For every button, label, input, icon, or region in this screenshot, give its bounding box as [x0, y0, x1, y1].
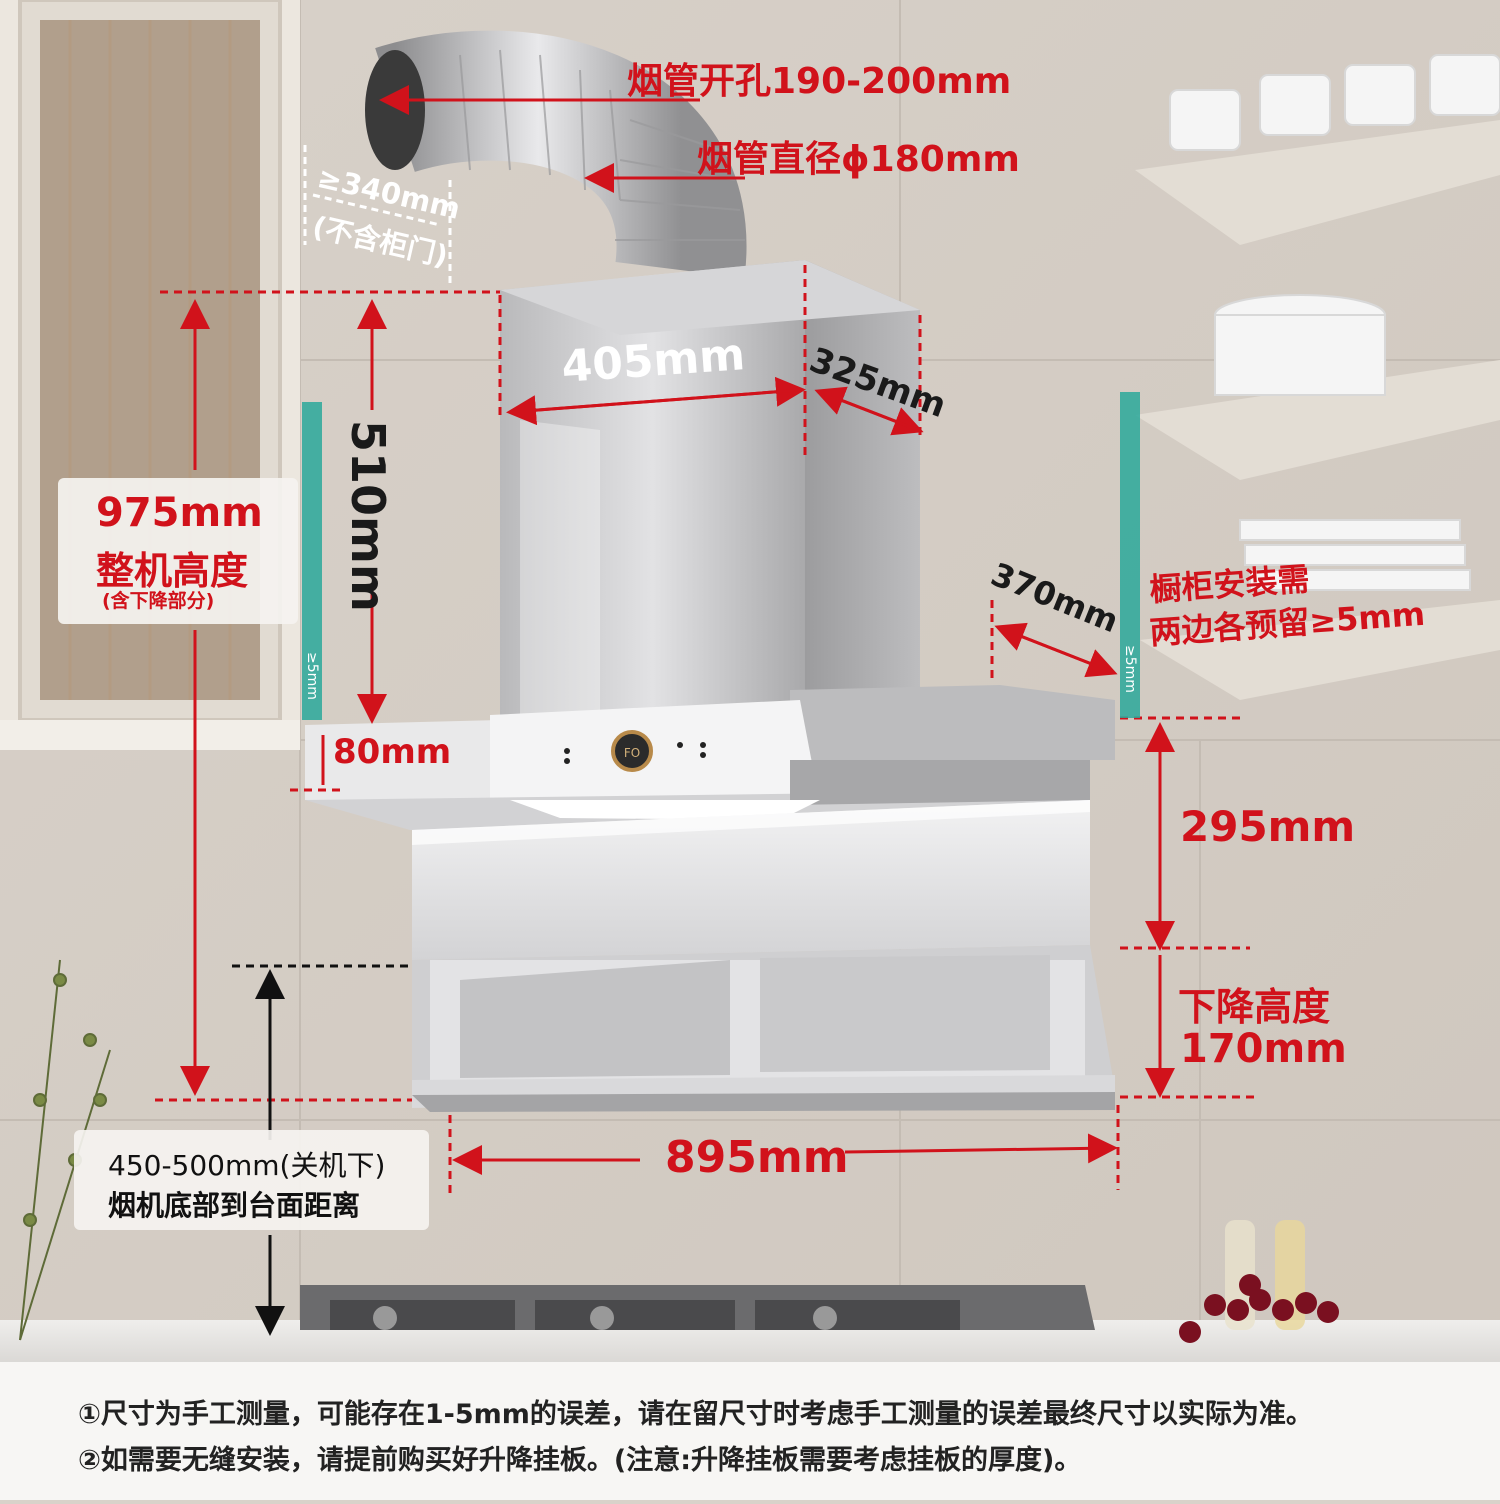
counter-distance-value: 450-500mm(关机下): [108, 1149, 386, 1182]
gap-left-label: ≥5mm: [304, 652, 320, 700]
right-shelves: [1135, 54, 1500, 700]
hood-lower: [412, 955, 1115, 1112]
gap-marker-left: [302, 402, 322, 720]
drop-height-label: 下降高度: [1178, 985, 1331, 1029]
pipe-hole-label: 烟管开孔190-200mm: [627, 61, 1012, 102]
control-logo: FO: [624, 746, 640, 760]
footnote-bar: ①尺寸为手工测量，可能存在1-5mm的误差，请在留尺寸时考虑手工测量的误差最终尺…: [0, 1362, 1500, 1500]
total-height-note: (含下降部分): [102, 590, 215, 612]
drop-height-value: 170mm: [1180, 1026, 1347, 1072]
total-height-label: 整机高度: [96, 549, 249, 593]
pipe-diameter-label: 烟管直径ϕ180mm: [697, 139, 1020, 180]
gap-marker-right: [1120, 392, 1140, 718]
hood-upper: [305, 685, 1115, 830]
total-width-label: 895mm: [665, 1132, 849, 1183]
footnote-2: ②如需要无缝安装，请提前购买好升降挂板。(注意:升降挂板需要考虑挂板的厚度)。: [78, 1445, 1082, 1476]
hood-chimney: [500, 260, 920, 720]
total-height-card: 975mm 整机高度 (含下降部分): [58, 478, 298, 624]
footnote-1: ①尺寸为手工测量，可能存在1-5mm的误差，请在留尺寸时考虑手工测量的误差最终尺…: [78, 1399, 1313, 1430]
clearance-dashes: [303, 145, 452, 285]
control-panel: FO: [564, 730, 706, 772]
counter-distance-card: 450-500mm(关机下) 烟机底部到台面距离: [74, 1130, 429, 1230]
total-height-value: 975mm: [96, 490, 263, 536]
power-knob-icon[interactable]: [611, 730, 653, 772]
counter-distance-label: 烟机底部到台面距离: [108, 1189, 361, 1222]
hood-top-height-label: 80mm: [333, 732, 452, 772]
dimension-lines: [155, 85, 1260, 1195]
counter-distance-arrow: [232, 964, 412, 1336]
gap-right-label: ≥5mm: [1122, 645, 1138, 693]
chimney-height-label: 510mm: [341, 420, 395, 612]
bottles-and-grapes: [1179, 1220, 1339, 1343]
front-height-label: 295mm: [1180, 802, 1356, 851]
wall-cabinet-left: [0, 0, 300, 750]
